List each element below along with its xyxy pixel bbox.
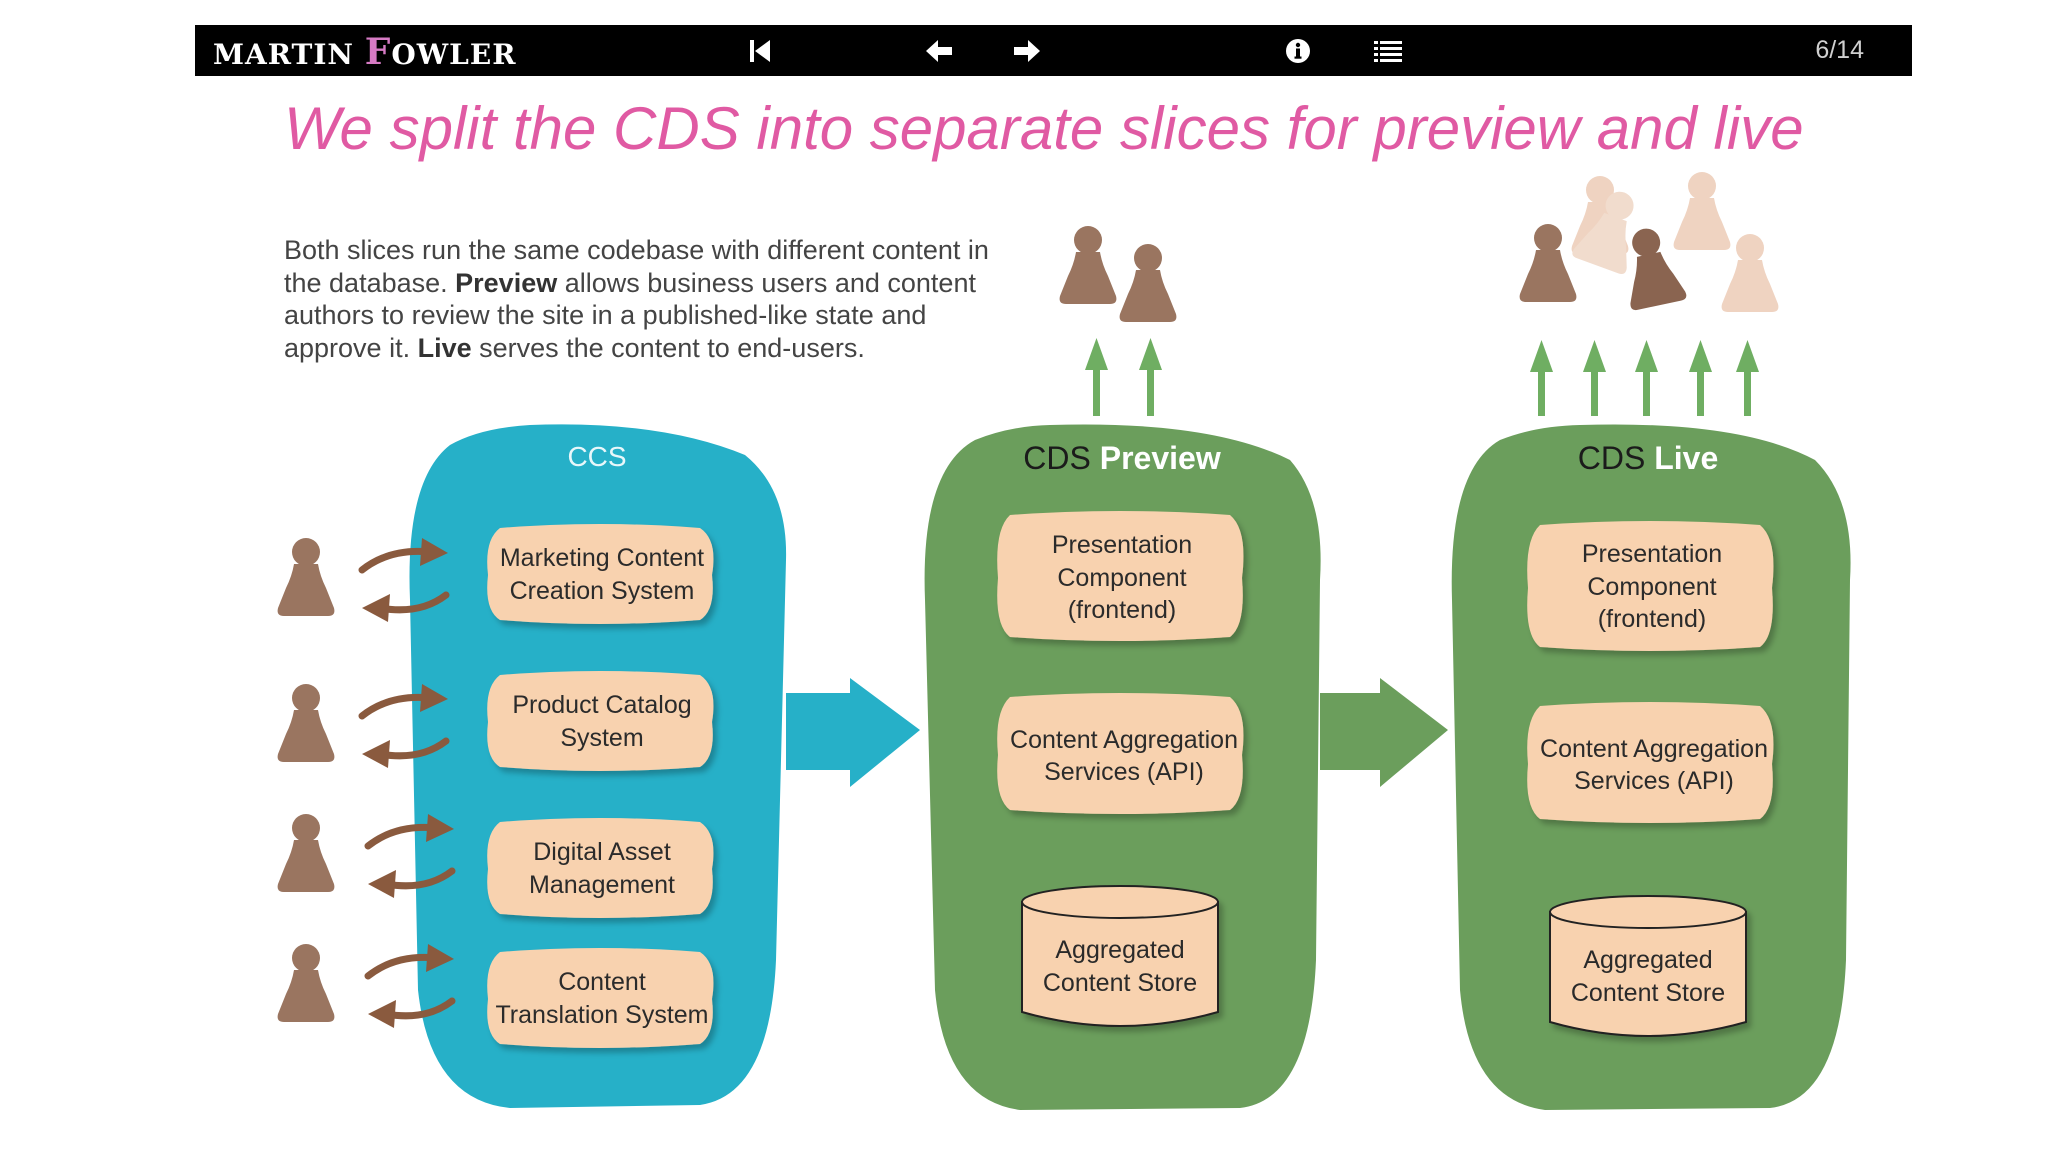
info-button[interactable]: [1278, 25, 1318, 76]
next-slide-button[interactable]: [1007, 25, 1047, 76]
first-slide-button[interactable]: [740, 25, 780, 76]
live-up-arrows: [1530, 340, 1759, 416]
ccs-system-line1: Marketing Content: [500, 544, 704, 572]
desc-bold-live: Live: [417, 332, 472, 363]
live-store-line2: Content Store: [1571, 979, 1725, 1007]
logo-first: MARTIN: [213, 38, 355, 71]
prev-arrow-icon: [926, 39, 952, 62]
reviewer-icon: [1059, 226, 1117, 304]
cds-preview-label-bold: Preview: [1100, 440, 1221, 476]
logo-rest: OWLER: [391, 38, 517, 71]
ccs-system-line2: Creation System: [510, 577, 695, 605]
preview-store-line1: Aggregated: [1055, 936, 1184, 964]
ccs-system-line1: Content: [558, 968, 646, 996]
preview-store-line2: Content Store: [1043, 969, 1197, 997]
cds-live-label: CDS Live: [1578, 440, 1718, 476]
end-user-icon: [1673, 172, 1731, 250]
preview-presentation-box[interactable]: Presentation Component (frontend): [997, 511, 1244, 641]
end-user-icon: [1519, 224, 1577, 302]
desc-part-1: Both slices run the same codebase with d…: [284, 235, 989, 298]
preview-component-line1: Presentation: [1052, 531, 1192, 559]
preview-api-line1: Content Aggregation: [1010, 726, 1238, 754]
live-api-line1: Content Aggregation: [1540, 735, 1768, 763]
cds-live-label-bold: Live: [1654, 440, 1718, 476]
preview-store-cylinder[interactable]: Aggregated Content Store: [1021, 885, 1219, 1027]
list-button[interactable]: [1367, 25, 1409, 76]
cds-preview-label-prefix: CDS: [1023, 440, 1099, 476]
page-indicator: 6/14: [1815, 36, 1864, 64]
live-store-line1: Aggregated: [1583, 946, 1712, 974]
live-component-line2: Component: [1587, 573, 1716, 601]
reviewer-icons: [1059, 226, 1177, 322]
desc-part-3: serves the content to end-users.: [471, 332, 865, 363]
reviewer-icon: [1119, 244, 1177, 322]
end-user-icons: [1519, 172, 1779, 312]
preview-api-line2: Services (API): [1044, 758, 1204, 786]
ccs-system-line1: Product Catalog: [512, 691, 691, 719]
live-presentation-box[interactable]: Presentation Component (frontend): [1527, 521, 1774, 651]
ccs-system-line2: Translation System: [495, 1001, 708, 1029]
logo[interactable]: MARTIN FOWLER: [213, 31, 516, 73]
ccs-system-box[interactable]: Product Catalog System: [487, 671, 714, 771]
info-icon: [1286, 38, 1310, 63]
preview-component-line2: Component: [1057, 564, 1186, 592]
ccs-system-box[interactable]: Marketing Content Creation System: [487, 524, 714, 624]
content-author-icon: [277, 684, 335, 762]
ccs-label: CCS: [567, 441, 626, 472]
preview-api-box[interactable]: Content Aggregation Services (API): [997, 693, 1244, 814]
preview-to-live-arrow: [1320, 678, 1448, 787]
preview-up-arrows: [1085, 338, 1162, 416]
list-icon: [1374, 40, 1402, 62]
next-arrow-icon: [1014, 39, 1040, 62]
desc-bold-preview: Preview: [455, 267, 558, 298]
content-author-icon: [277, 814, 335, 892]
ccs-system-line2: System: [560, 724, 643, 752]
ccs-to-preview-arrow: [786, 678, 920, 787]
slide-title: We split the CDS into separate slices fo…: [284, 95, 1804, 162]
ccs-system-box[interactable]: Content Translation System: [487, 948, 714, 1048]
cds-live-label-prefix: CDS: [1578, 440, 1654, 476]
live-store-cylinder[interactable]: Aggregated Content Store: [1549, 895, 1747, 1037]
prev-slide-button[interactable]: [919, 25, 959, 76]
cds-preview-label: CDS Preview: [1023, 440, 1221, 476]
exchange-arrowheads: [362, 538, 454, 1028]
live-api-box[interactable]: Content Aggregation Services (API): [1527, 702, 1774, 823]
content-author-icon: [277, 538, 335, 616]
slide-description: Both slices run the same codebase with d…: [284, 234, 1024, 364]
logo-f: F: [364, 31, 392, 73]
top-bar: MARTIN FOWLER 6/14: [195, 25, 1912, 76]
preview-component-line3: (frontend): [1068, 596, 1176, 624]
desc-part-2: allows business users and content author…: [284, 267, 976, 363]
ccs-system-box[interactable]: Digital Asset Management: [487, 818, 714, 918]
live-api-line2: Services (API): [1574, 767, 1734, 795]
live-component-line1: Presentation: [1582, 540, 1722, 568]
ccs-system-line1: Digital Asset: [533, 838, 671, 866]
live-component-line3: (frontend): [1598, 605, 1706, 633]
content-author-icon: [277, 944, 335, 1022]
content-author-icons: [277, 538, 335, 1022]
ccs-system-line2: Management: [529, 871, 675, 899]
first-slide-icon: [750, 39, 770, 62]
